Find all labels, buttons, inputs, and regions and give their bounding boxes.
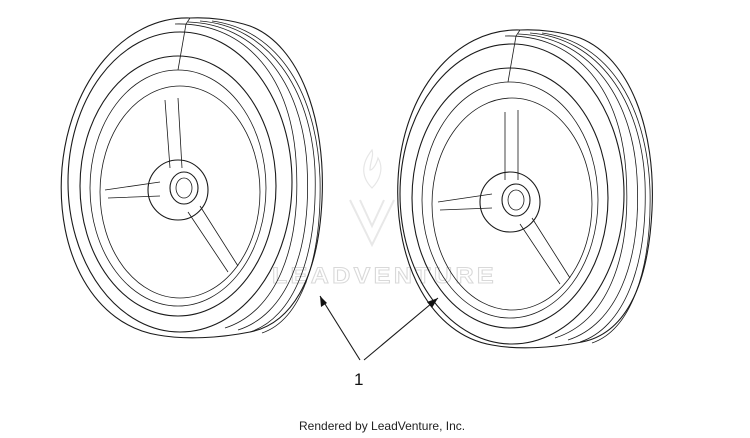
watermark-text: LEADVENTURE [272, 263, 497, 288]
arrowhead-left [320, 296, 327, 307]
wheel-right [397, 29, 653, 349]
flame-logo-icon [349, 148, 395, 248]
leader-line-left [319, 295, 361, 361]
leader-line-right [363, 297, 439, 361]
wheel-left [60, 17, 323, 339]
callout-leaders [319, 295, 439, 361]
footer-credit: Rendered by LeadVenture, Inc. [299, 419, 465, 433]
arrowhead-right [427, 298, 438, 308]
callout-number: 1 [354, 370, 363, 389]
